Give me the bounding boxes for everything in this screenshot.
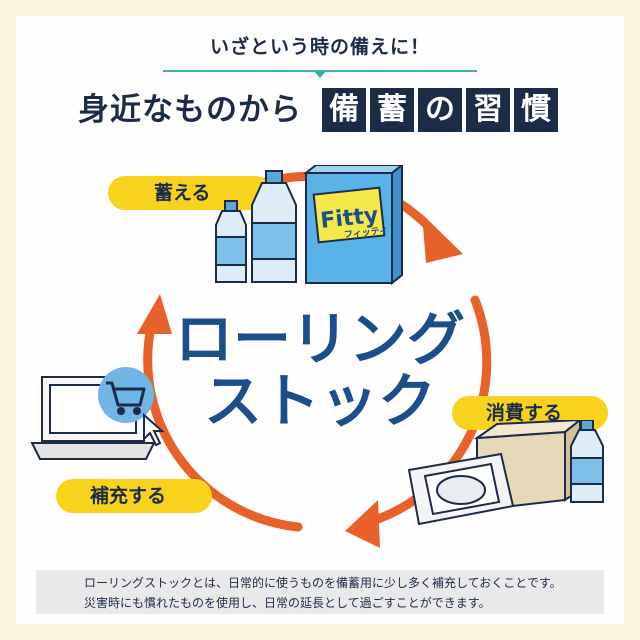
subtitle-notch — [313, 70, 327, 78]
fitty-product-box-icon — [303, 165, 404, 286]
large-water-bottle-icon — [251, 170, 297, 283]
header-subtitle: いざという時の備えに！ — [209, 36, 430, 58]
small-water-bottle-icon — [215, 200, 247, 283]
water-bottle-icon — [570, 420, 604, 503]
title-box-5: 慣 — [514, 88, 558, 132]
fitty-brand-text: Fitty — [319, 203, 379, 234]
title-box-2: 蓄 — [370, 88, 414, 132]
arrowhead-3 — [137, 294, 172, 334]
arrow-consume-to-replenish — [361, 295, 492, 528]
replenish-illustration — [30, 367, 165, 460]
main-title-line1: ローリング — [174, 305, 465, 373]
footer-description: ローリングストックとは、日常的に使うものを備蓄用に少し多く補充しておくことです。… — [36, 570, 604, 614]
title-box-4: 習 — [466, 88, 510, 132]
pill-replenish: 補充する — [56, 479, 212, 513]
title-box-3: の — [418, 88, 462, 132]
shopping-cart-icon — [106, 381, 146, 415]
consume-illustration — [407, 420, 604, 526]
pill-store-label: 蓄える — [154, 182, 211, 204]
title-prefix: 身近なものから — [78, 92, 302, 128]
pill-store: 蓄える — [108, 176, 272, 210]
pill-consume-label: 消費する — [486, 402, 563, 424]
main-title-line2: ストック — [203, 367, 436, 435]
arrow-replenish-to-store — [143, 313, 303, 532]
title-box-1: 備 — [322, 88, 366, 132]
store-illustration: Fitty フィッティ — [215, 165, 404, 286]
mask-pack-icon — [407, 452, 515, 526]
footer-line1: ローリングストックとは、日常的に使うものを備蓄用に少し多く補充しておくことです。 — [84, 576, 562, 590]
fitty-brand-kana: フィッティ — [344, 225, 389, 241]
arrowhead-2 — [345, 500, 380, 548]
arrowhead-1 — [422, 214, 463, 263]
cursor-icon — [143, 412, 165, 447]
footer-line2: 災害時にも慣れたものを使用し、日常の延長として過ごすことができます。 — [84, 596, 491, 610]
pill-replenish-label: 補充する — [90, 485, 167, 507]
